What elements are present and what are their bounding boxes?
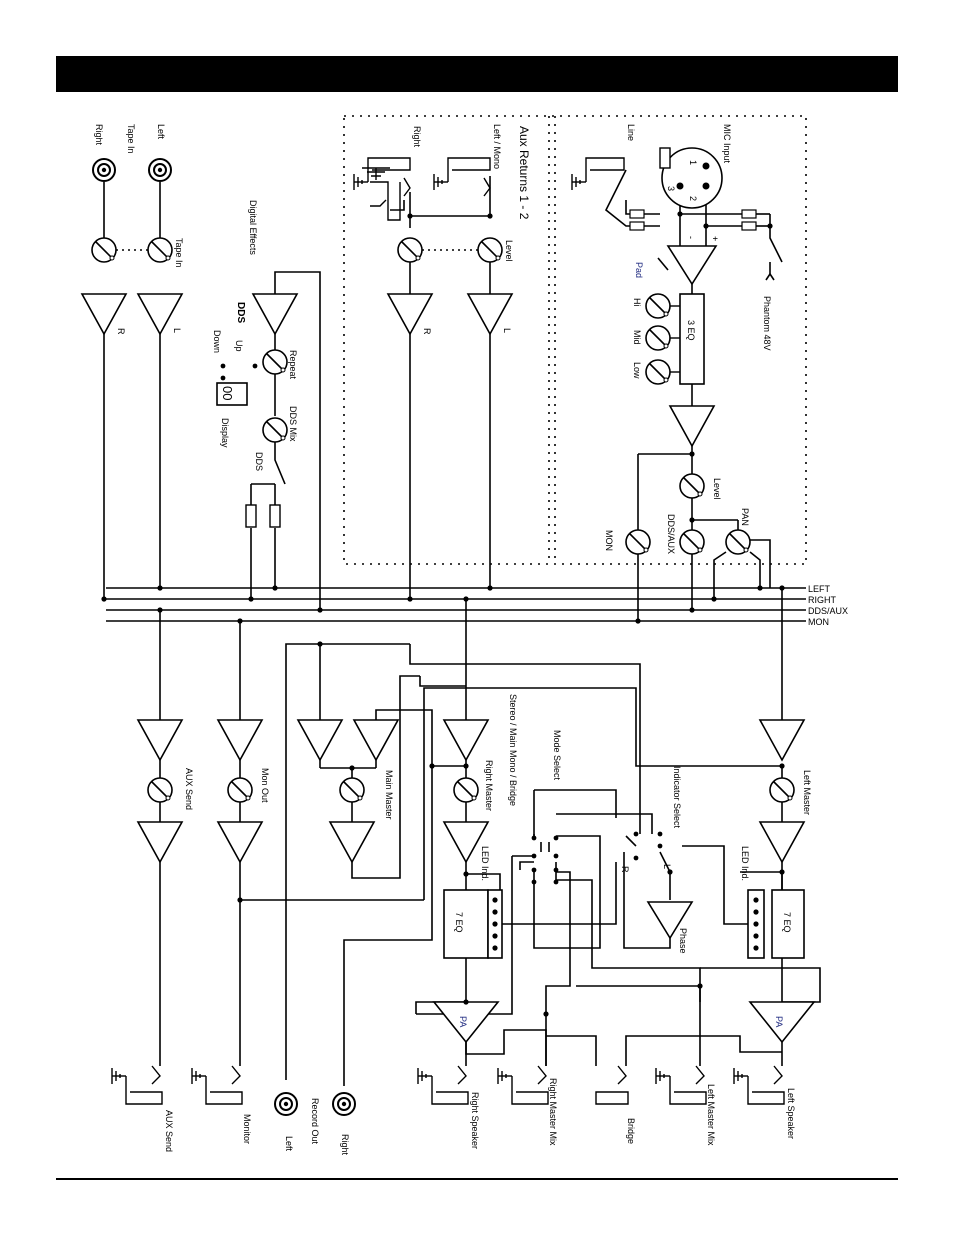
tape-amp-r-label: R	[116, 328, 126, 335]
dds-repeat-label: Repeat	[288, 350, 298, 380]
pa-l-label: PA	[774, 1016, 784, 1027]
jack-right-speaker-label: Right Speaker	[470, 1092, 480, 1149]
indicator-select-label: Indicator Select	[672, 766, 682, 829]
aux-returns-amp-r-label: R	[422, 328, 432, 335]
aux-returns-title: Aux Returns 1 - 2	[517, 126, 531, 220]
eq7-r-label: 7 EQ	[454, 912, 464, 933]
eq7-l-label: 7 EQ	[782, 912, 792, 933]
xlr-pin-1: 1	[688, 160, 698, 165]
dds-aux-knob-label: DDS/AUX	[666, 514, 676, 554]
mon-knob-label: MON	[604, 530, 614, 551]
bus-right-label: RIGHT	[808, 595, 837, 605]
aux-returns-amp-l-label: L	[502, 328, 512, 333]
mon-out-knob-label: Mon Out	[260, 768, 270, 803]
footer-rule	[56, 1178, 898, 1180]
led-ind-l-label: LED Ind.	[740, 846, 750, 881]
pan-label: PAN	[740, 508, 750, 526]
switch-l-label: L	[662, 864, 672, 869]
dds-bold-label: DDS	[235, 302, 246, 323]
dds-display-digits: 00	[220, 386, 235, 400]
pa-r-label: PA	[458, 1016, 468, 1027]
dds-up-label: Up	[234, 340, 244, 352]
digital-effects-label: Digital Effects	[248, 200, 258, 255]
preamp-minus: -	[686, 236, 696, 239]
eq-hi-label: Hi	[632, 298, 642, 307]
jack-bridge-label: Bridge	[626, 1118, 636, 1144]
tape-right-label: Right	[94, 124, 104, 146]
dds-display-label: Display	[220, 418, 230, 448]
dds-down-label: Down	[212, 330, 222, 353]
eq3-label: 3 EQ	[686, 320, 696, 341]
stereo-mode-label: Stereo / Main Mono / Bridge	[508, 694, 518, 806]
eq-mid-label: Mid	[632, 330, 642, 345]
header-bar	[56, 56, 898, 92]
tape-amp-l-label: L	[172, 328, 182, 333]
switch-r-label: R	[620, 866, 630, 873]
tape-in-jack-label: Tape In	[126, 124, 136, 154]
aux-returns-left-mono-label: Left / Mono	[492, 124, 502, 169]
line-input-label: Line	[626, 124, 636, 141]
right-master-label: Right Master	[484, 760, 494, 811]
led-ind-r-label: LED Ind.	[480, 846, 490, 881]
jack-record-right-label: Right	[340, 1134, 350, 1156]
dds-mix-label: DDS Mix	[288, 406, 298, 442]
left-master-label: Left Master	[802, 770, 812, 815]
preamp-plus: +	[710, 236, 720, 241]
jack-left-speaker-label: Left Speaker	[786, 1088, 796, 1139]
aux-returns-level-label: Level	[504, 240, 514, 262]
aux-send-knob-label: AUX Send	[184, 768, 194, 810]
jack-left-master-mix-label: Left Master Mix	[706, 1084, 716, 1146]
phantom-label: Phantom 48V	[762, 296, 772, 351]
jack-record-left-label: Left	[284, 1136, 294, 1152]
main-master-label: Main Master	[384, 770, 394, 820]
aux-returns-right-label: Right	[412, 126, 422, 148]
mic-input-label: MIC Input	[722, 124, 732, 164]
jack-record-out-label: Record Out	[310, 1098, 320, 1145]
jack-right-master-mix-label: Right Master Mix	[548, 1078, 558, 1146]
jack-monitor-label: Monitor	[242, 1114, 252, 1144]
bus-mon-label: MON	[808, 617, 829, 627]
eq-low-label: Low	[632, 362, 642, 379]
xlr-pin-2: 2	[688, 196, 698, 201]
tape-left-label: Left	[156, 124, 166, 140]
tape-in-knob-label: Tape In	[174, 238, 184, 268]
mode-select-label: Mode Select	[552, 730, 562, 781]
bus-dds-aux-label: DDS/AUX	[808, 606, 848, 616]
phase-label: Phase	[678, 928, 688, 954]
channel-level-label: Level	[712, 478, 722, 500]
dds-switch-label: DDS	[254, 452, 264, 471]
bus-left-label: LEFT	[808, 584, 831, 594]
jack-aux-send-label: AUX Send	[164, 1110, 174, 1152]
xlr-pin-3: 3	[666, 186, 676, 191]
pad-label: Pad	[634, 262, 644, 278]
